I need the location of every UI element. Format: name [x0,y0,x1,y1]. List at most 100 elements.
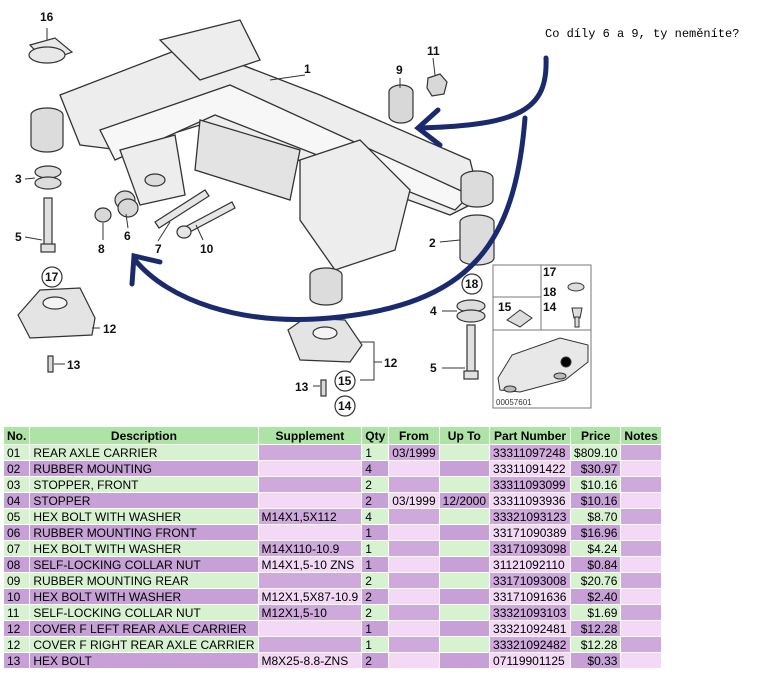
callout-15-circle [334,370,356,392]
cell-description: HEX BOLT WITH WASHER [30,541,258,556]
cell-supplement [258,621,362,636]
inset-parts [506,282,585,328]
cell-notes [621,573,661,588]
annotation-arrows [129,55,549,322]
cell-from [389,621,439,636]
cell-upto [439,621,490,636]
cell-price: $20.76 [571,573,621,588]
callout-13-left: 13 [67,358,81,372]
callout-8: 8 [98,242,105,256]
cell-notes [621,589,661,604]
cell-part: 33321092481 [490,621,571,636]
cell-price: $10.16 [571,493,621,508]
cell-no: 09 [4,573,30,588]
part-6-mounting [114,190,139,218]
cell-qty: 1 [362,637,389,652]
cell-part: 33321093123 [490,509,571,524]
cell-supplement: M14X1,5-10 ZNS [258,557,362,572]
col-qty: Qty [362,427,389,444]
cell-part: 33171093008 [490,573,571,588]
inset-car [497,337,589,393]
inset-callout-18: 18 [543,285,557,299]
cell-no: 07 [4,541,30,556]
cell-no: 04 [4,493,30,508]
callout-13-right: 13 [295,380,309,394]
cell-upto: 12/2000 [439,493,490,508]
diagram-ref-code: 00057601 [496,398,532,407]
cell-notes [621,445,661,460]
cell-notes [621,541,661,556]
cell-part: 33321092482 [490,637,571,652]
cell-supplement [258,525,362,540]
cell-supplement: M12X1,5X87-10.9 [258,589,362,604]
col-notes: Notes [621,427,661,444]
cell-upto [439,445,490,460]
cell-notes [621,557,661,572]
callout-4: 4 [430,304,437,318]
cell-upto [439,637,490,652]
col-description: Description [30,427,258,444]
cell-part: 33311097248 [490,445,571,460]
cell-no: 12 [4,621,30,636]
annotation-note: Co díly 6 a 9, ty neměníte? [545,27,740,41]
cell-description: RUBBER MOUNTING FRONT [30,525,258,540]
cell-from [389,461,439,476]
cell-from [389,605,439,620]
cell-qty: 1 [362,621,389,636]
part-13-bolt [47,355,327,397]
cell-price: $0.84 [571,557,621,572]
table-header-row: No. Description Supplement Qty From Up T… [4,427,661,444]
cell-no: 10 [4,589,30,604]
cell-upto [439,605,490,620]
cell-from [389,637,439,652]
col-upto: Up To [439,427,490,444]
cell-qty: 4 [362,509,389,524]
cell-price: $1.69 [571,605,621,620]
cell-from [389,589,439,604]
cell-supplement [258,461,362,476]
cell-from [389,541,439,556]
cell-price: $10.16 [571,477,621,492]
cell-no: 02 [4,461,30,476]
callout-15: 15 [338,374,352,388]
cell-qty: 2 [362,493,389,508]
cell-no: 13 [4,653,30,668]
cell-part: 33171091636 [490,589,571,604]
cell-description: COVER F LEFT REAR AXLE CARRIER [30,621,258,636]
leader-lines [24,28,465,387]
part-12-cover-right [287,317,363,363]
callout-17-circle [41,266,63,288]
inset-callout-14: 14 [543,300,557,314]
part-11-nut [426,73,448,97]
cell-price: $8.70 [571,509,621,524]
cell-upto [439,509,490,524]
part-7-bolt [154,189,210,229]
callout-18: 18 [465,277,479,291]
col-no: No. [4,427,30,444]
part-5-bolt-right [463,324,479,380]
cell-upto [439,653,490,668]
cell-price: $809.10 [571,445,621,460]
cell-qty: 2 [362,653,389,668]
cell-supplement [258,573,362,588]
part-2-mounting [459,214,495,266]
part-9-mounting [388,84,414,124]
cell-qty: 1 [362,525,389,540]
callout-9: 9 [396,63,403,77]
cell-upto [439,477,490,492]
cell-no: 06 [4,525,30,540]
cell-price: $16.96 [571,525,621,540]
part-16-cover [28,37,74,64]
cell-notes [621,477,661,492]
cell-upto [439,557,490,572]
exploded-parts-diagram: 16 1 9 11 3 5 8 6 7 10 2 17 18 12 13 12 … [15,10,592,417]
callout-6: 6 [124,229,131,243]
